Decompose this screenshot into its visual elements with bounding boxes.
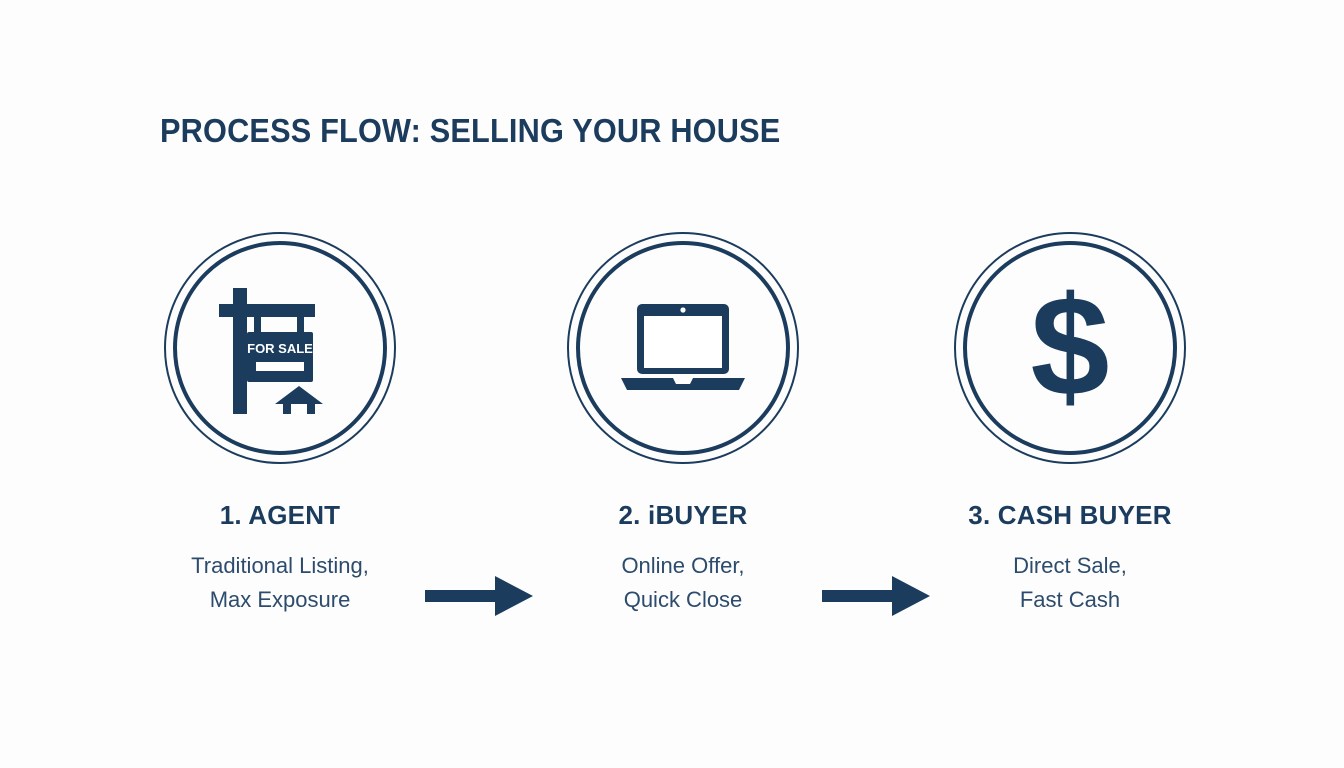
step-agent-badge: FOR SALE — [164, 232, 396, 464]
step-cash-buyer-desc-line-1: Direct Sale, — [1013, 553, 1127, 578]
step-cash-buyer: $ 3. CASH BUYER Direct Sale, Fast Cash — [920, 232, 1220, 617]
step-cash-buyer-desc-line-2: Fast Cash — [1019, 587, 1121, 612]
step-agent: FOR SALE 1. AGENT Traditional Listing, M… — [130, 232, 430, 617]
badge-outer-ring — [567, 232, 799, 464]
dollar-sign-icon: $ — [954, 232, 1186, 464]
badge-outer-ring — [164, 232, 396, 464]
step-ibuyer-badge — [567, 232, 799, 464]
steps-container: FOR SALE 1. AGENT Traditional Listing, M… — [0, 232, 1344, 632]
step-agent-title: 1. AGENT — [219, 500, 341, 530]
arrow-agent-to-ibuyer-icon — [425, 572, 535, 620]
laptop-icon — [567, 232, 799, 464]
step-ibuyer-description: Online Offer, Quick Close — [533, 549, 833, 617]
step-ibuyer: 2. iBUYER Online Offer, Quick Close — [533, 232, 833, 617]
step-agent-description: Traditional Listing, Max Exposure — [130, 549, 430, 617]
step-ibuyer-desc-line-1: Online Offer, — [621, 553, 745, 578]
badge-inner-ring — [963, 241, 1177, 455]
step-ibuyer-title: 2. iBUYER — [618, 500, 748, 530]
badge-inner-ring — [576, 241, 790, 455]
for-sale-sign-text: FOR SALE — [247, 341, 313, 356]
step-agent-desc-line-2: Max Exposure — [209, 587, 351, 612]
step-cash-buyer-description: Direct Sale, Fast Cash — [920, 549, 1220, 617]
page-title: PROCESS FLOW: SELLING YOUR HOUSE — [160, 112, 781, 149]
step-cash-buyer-badge: $ — [954, 232, 1186, 464]
badge-inner-ring — [173, 241, 387, 455]
step-ibuyer-desc-line-2: Quick Close — [623, 587, 743, 612]
house-glyph — [275, 386, 323, 414]
badge-outer-ring — [954, 232, 1186, 464]
step-agent-desc-line-1: Traditional Listing, — [191, 553, 369, 578]
step-cash-buyer-title: 3. CASH BUYER — [968, 500, 1172, 530]
for-sale-sign-icon: FOR SALE — [164, 232, 396, 464]
arrow-ibuyer-to-cash-buyer-icon — [822, 572, 932, 620]
svg-text:$: $ — [1031, 283, 1110, 413]
